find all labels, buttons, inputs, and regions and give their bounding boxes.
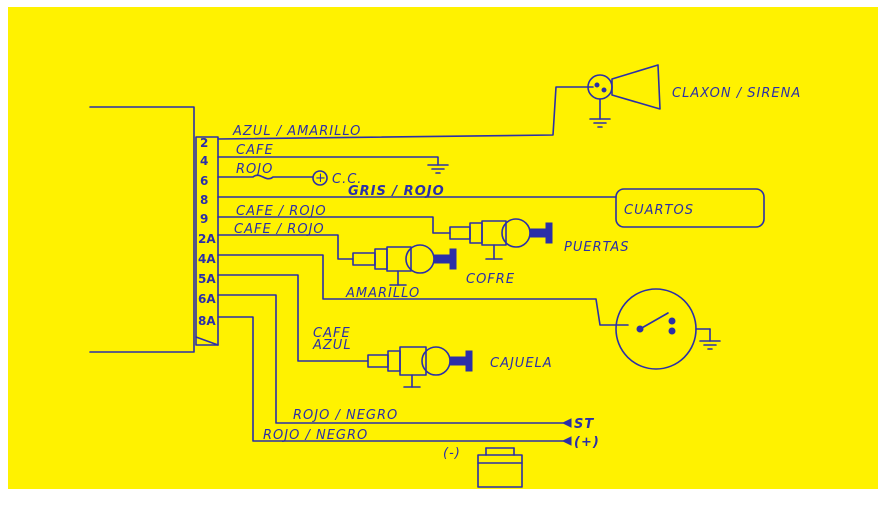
wire-pin6a-st <box>217 294 564 424</box>
battery-icon <box>477 447 523 488</box>
cofre-label: COFRE <box>466 272 515 287</box>
wire-label-amarillo: AMARILLO <box>345 286 420 301</box>
st-arrow-icon <box>561 418 572 428</box>
pin-5a: 5A <box>198 272 216 286</box>
wiring-diagram: 2 4 6 8 9 2A 4A 5A 6A 8A + C.C. CUARTOS … <box>8 7 878 489</box>
pin-8a: 8A <box>198 314 216 328</box>
cuartos-label: CUARTOS <box>624 203 694 218</box>
plus-arrow-icon <box>561 436 572 446</box>
pin-2a: 2A <box>198 232 216 246</box>
wire-pin4-ground <box>217 156 439 166</box>
wire-pin9-puertas <box>217 216 451 234</box>
module-outline <box>89 106 195 353</box>
pin-4: 4 <box>200 154 208 168</box>
cofre-switch-icon <box>352 244 457 286</box>
wire-label-pin6: ROJO <box>236 162 273 177</box>
cc-terminal <box>312 170 328 186</box>
wire-label-pin4: CAFE <box>236 143 274 158</box>
pin-8: 8 <box>200 193 208 207</box>
wire-pin2a-cofre <box>217 234 354 260</box>
siren-icon <box>587 64 661 128</box>
wire-pin6-cc <box>217 174 314 180</box>
wire-pin8a-plus <box>217 316 564 442</box>
wire-label-pin8: GRIS / ROJO <box>348 184 445 199</box>
cc-label: C.C. <box>332 172 362 187</box>
minus-label: (-) <box>443 446 461 461</box>
cuartos-box <box>615 188 765 228</box>
st-label: ST <box>574 417 594 432</box>
cajuela-label: CAJUELA <box>490 356 553 371</box>
plus-label: (+) <box>574 435 600 450</box>
pin-2: 2 <box>200 136 208 150</box>
connector-pins: 2 4 6 8 9 2A 4A 5A 6A 8A <box>198 136 216 328</box>
connector-strip <box>195 136 219 346</box>
wire-label-pin9: CAFE / ROJO <box>236 204 327 219</box>
puertas-label: PUERTAS <box>564 240 630 255</box>
pin-6a: 6A <box>198 292 216 306</box>
pin-4a: 4A <box>198 252 216 266</box>
puertas-switch-icon <box>449 218 553 260</box>
wire-pin5a-cajuela <box>217 274 369 362</box>
pin-9: 9 <box>200 212 208 226</box>
wire-pin2-siren <box>217 86 594 140</box>
ground-icon <box>427 164 449 174</box>
wire-label-st: ROJO / NEGRO <box>293 408 398 423</box>
wire-label-pin2a: CAFE / ROJO <box>234 222 325 237</box>
wire-label-pin2: AZUL / AMARILLO <box>232 124 361 139</box>
siren-label: CLAXON / SIRENA <box>672 86 801 101</box>
cajuela-switch-icon <box>367 346 473 388</box>
wire-pin4a-amarillo <box>217 254 629 326</box>
svg-text:+: + <box>315 171 327 186</box>
wire-label-cajuela-azul: AZUL <box>312 338 352 353</box>
paper-background <box>8 7 878 489</box>
wire-label-plus: ROJO / NEGRO <box>263 428 368 443</box>
round-switch-icon <box>615 288 721 370</box>
pin-6: 6 <box>200 174 208 188</box>
wire-label-cajuela-cafe: CAFE <box>313 326 351 341</box>
